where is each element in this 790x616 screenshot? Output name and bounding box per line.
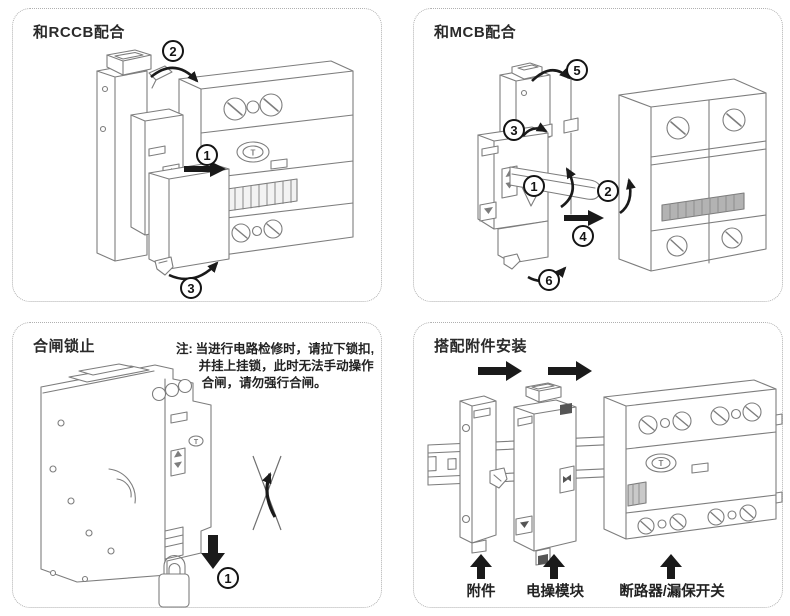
step-marker-4: 4	[572, 225, 594, 247]
panel-title-fitting: 搭配附件安装	[434, 338, 528, 355]
rccb-assembly-drawing: T	[96, 49, 354, 281]
prohibited-flip-arrow-icon	[262, 472, 277, 518]
panel-title-mcb: 和MCB配合	[434, 24, 517, 41]
step-marker-2: 2	[597, 180, 619, 202]
step1-down-arrow-icon	[201, 535, 225, 569]
note-line: 并挂上挂锁，此时无法手动操作	[198, 359, 374, 373]
accessory-fitting-drawing: T	[427, 361, 783, 579]
accessory-up-arrow-icon	[470, 554, 492, 579]
note-lines: 当进行电路检修时，请拉下锁扣, 并挂上挂锁，此时无法手动操作 合闸，请勿强行合闸…	[196, 341, 374, 392]
step1-right-arrow-icon	[184, 161, 226, 177]
step-marker-5: 5	[566, 59, 588, 81]
mcb-device-drawing	[477, 60, 767, 272]
step4-right-arrow-icon	[564, 210, 604, 226]
breaker-side-view-drawing: T	[40, 363, 212, 608]
motor-module-up-arrow-icon	[543, 554, 565, 579]
slide-right-arrow-icon	[478, 361, 522, 381]
padlock-icon	[158, 573, 190, 608]
step2-rotate-arrow-icon	[619, 178, 636, 215]
step-marker-3: 3	[503, 119, 525, 141]
slide-right-arrow-icon	[548, 361, 592, 381]
panel-title-rccb: 和RCCB配合	[33, 24, 125, 41]
test-button-label: T	[194, 439, 199, 446]
step1-rotate-arrow-icon	[560, 167, 576, 209]
mcb-toggle-handle	[661, 192, 745, 222]
test-button-label: T	[659, 459, 664, 468]
step-marker-6: 6	[538, 269, 560, 291]
motor-module-drawing	[513, 382, 577, 566]
panel-fitting: T 搭配附件安装 附件 电操模块 断路器/漏保开关	[413, 322, 783, 608]
panel-rccb: T	[12, 8, 382, 302]
step3-curved-arrow-icon	[522, 122, 548, 137]
panel-lock: T 合闸锁止 注: 当进行电路检修时，请拉下锁扣, 并挂上挂锁，此时无法手动操作…	[12, 322, 382, 608]
panel-title-lock: 合闸锁止	[33, 338, 96, 355]
step2-curved-arrow-icon	[150, 66, 199, 83]
label-breaker: 断路器/漏保开关	[619, 584, 725, 600]
lockout-drawing: T	[40, 363, 282, 608]
lockout-arrows	[201, 455, 282, 569]
panel-mcb: 和MCB配合 5 3 1 2 4 6	[413, 8, 783, 302]
label-accessory: 附件	[466, 584, 496, 600]
step-marker-2: 2	[162, 40, 184, 62]
din-rail-assembly-drawing: T	[427, 379, 783, 566]
accessory-module-drawing	[459, 395, 508, 554]
step-marker-1: 1	[217, 567, 239, 589]
breaker-drawing: T	[603, 379, 783, 540]
note-prefix: 注:	[176, 342, 193, 356]
lock-warning-note: 注: 当进行电路检修时，请拉下锁扣, 并挂上挂锁，此时无法手动操作 合闸，请勿强…	[176, 341, 374, 392]
rccb-device-drawing: T	[96, 49, 354, 276]
step-marker-1: 1	[196, 144, 218, 166]
label-motor-module: 电操模块	[526, 584, 584, 600]
step-marker-3: 3	[180, 277, 202, 299]
step-marker-1: 1	[523, 175, 545, 197]
note-line: 合闸，请勿强行合闸。	[201, 376, 327, 390]
step5-curved-arrow-icon	[531, 68, 571, 82]
breaker-up-arrow-icon	[660, 554, 682, 579]
test-button-label: T	[251, 149, 256, 158]
lock-latch-drawing	[164, 526, 184, 560]
note-line: 当进行电路检修时，请拉下锁扣,	[195, 342, 375, 356]
mcb-assembly-drawing	[477, 60, 767, 283]
fitting-arrows	[470, 361, 682, 579]
padlock-shackle-icon	[163, 555, 186, 576]
din-rail-drawing	[427, 428, 777, 486]
